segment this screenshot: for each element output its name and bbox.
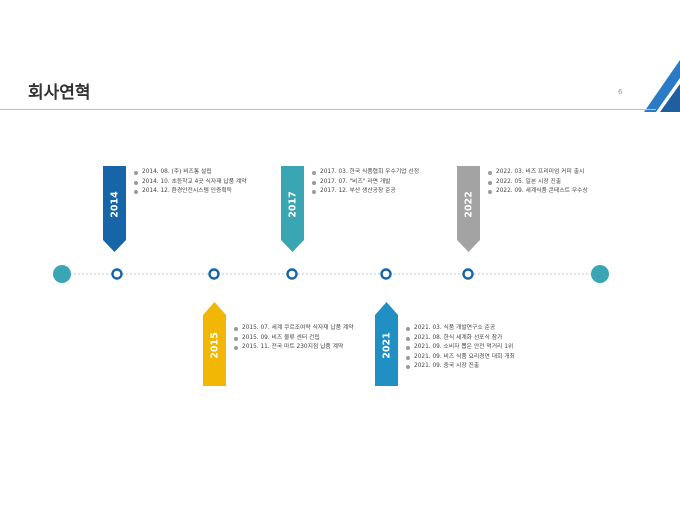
timeline-node-2021 xyxy=(380,268,392,280)
ribbon-2021 xyxy=(375,302,398,386)
event-list-2015: 2015. 07. 세계 쿠르조여략 식자재 납품 계약 2015. 09. 비… xyxy=(234,324,360,353)
year-label-2017: 2017 xyxy=(287,191,298,218)
event-list-2017: 2017. 03. 한국 식품협회 우수기업 선정 2017. 07. "비즈"… xyxy=(312,168,447,197)
title-divider xyxy=(0,109,656,110)
list-item: 2022. 09. 세계식품 콘테스트 우수상 xyxy=(488,187,623,197)
ribbon-2017 xyxy=(281,166,304,252)
year-label-2015: 2015 xyxy=(209,332,220,359)
timeline-end-dot xyxy=(591,265,609,283)
event-list-2022: 2022. 03. 비즈 프리미엄 커피 출시 2022. 05. 일본 시장 … xyxy=(488,168,623,197)
timeline-node-2014 xyxy=(111,268,123,280)
list-item: 2014. 08. (주) 비즈통 설립 xyxy=(134,168,259,178)
timeline-node-2022 xyxy=(462,268,474,280)
list-item: 2014. 10. 초등학교 4곳 식자재 납품 계약 xyxy=(134,178,259,188)
list-item: 2021. 08. 한식 세계화 선포식 참가 xyxy=(406,334,546,344)
ribbon-2022 xyxy=(457,166,480,252)
year-label-2021: 2021 xyxy=(381,332,392,359)
list-item: 2021. 09. 소비자 뽑은 안전 먹거리 1위 xyxy=(406,343,546,353)
list-item: 2021. 09. 비즈 식품 요리경연 대회 개최 xyxy=(406,353,546,363)
list-item: 2017. 12. 부산 생산공장 준공 xyxy=(312,187,447,197)
list-item: 2017. 03. 한국 식품협회 우수기업 선정 xyxy=(312,168,447,178)
list-item: 2021. 09. 중국 시장 진출 xyxy=(406,362,546,372)
year-label-2022: 2022 xyxy=(463,191,474,218)
list-item: 2014. 12. 환경안전시스템 인증획득 xyxy=(134,187,259,197)
list-item: 2021. 03. 식품 개발연구소 준공 xyxy=(406,324,546,334)
event-list-2014: 2014. 08. (주) 비즈통 설립 2014. 10. 초등학교 4곳 식… xyxy=(134,168,259,197)
page-title: 회사연혁 xyxy=(28,83,91,103)
timeline-node-2017 xyxy=(286,268,298,280)
timeline-start-dot xyxy=(53,265,71,283)
list-item: 2022. 05. 일본 시장 진출 xyxy=(488,178,623,188)
list-item: 2015. 09. 비즈 물류 센터 건립 xyxy=(234,334,360,344)
year-label-2014: 2014 xyxy=(109,191,120,218)
timeline-node-2015 xyxy=(208,268,220,280)
list-item: 2015. 07. 세계 쿠르조여략 식자재 납품 계약 xyxy=(234,324,360,334)
page-number: 6 xyxy=(618,88,623,96)
list-item: 2017. 07. "비즈" 라면 개발 xyxy=(312,178,447,188)
ribbon-2014 xyxy=(103,166,126,252)
list-item: 2022. 03. 비즈 프리미엄 커피 출시 xyxy=(488,168,623,178)
event-list-2021: 2021. 03. 식품 개발연구소 준공 2021. 08. 한식 세계화 선… xyxy=(406,324,546,372)
list-item: 2015. 11. 전국 마트 230지점 납품 계약 xyxy=(234,343,360,353)
ribbon-2015 xyxy=(203,302,226,386)
